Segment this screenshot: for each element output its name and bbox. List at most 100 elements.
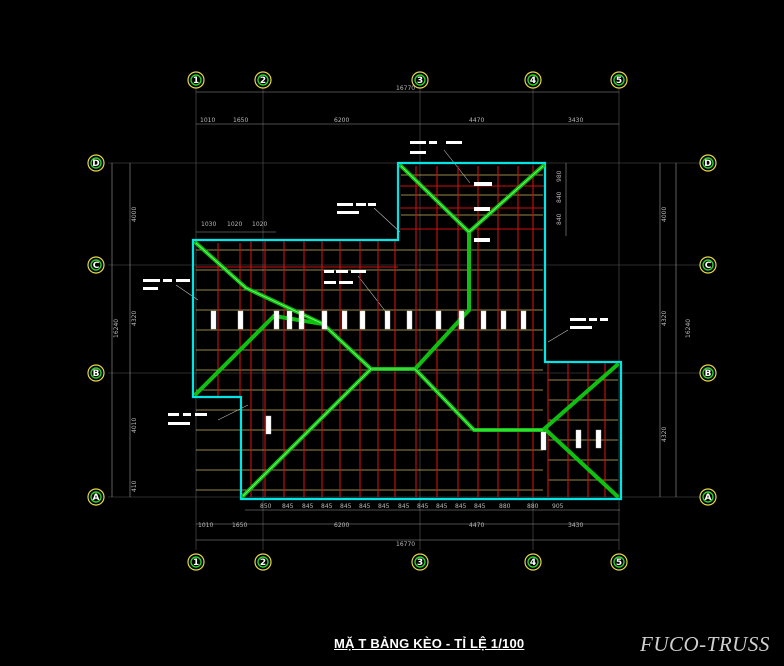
dim-sub-1: 1030 (201, 221, 216, 228)
grid-bubble-right-B: B (699, 364, 717, 382)
dim-bottom-spacing: 845 (282, 503, 294, 510)
truss-tag (595, 429, 602, 449)
dim-bottom-4: 4470 (469, 522, 484, 529)
grid-bubble-right-A: A (699, 488, 717, 506)
dim-bottom-spacing: 845 (340, 503, 352, 510)
svg-text:5: 5 (616, 76, 622, 86)
grid-bubble-left-C: C (87, 256, 105, 274)
dim-right-small-3: 840 (556, 213, 563, 225)
dim-bottom-spacing: 845 (302, 503, 314, 510)
dim-bottom-total: 16770 (396, 541, 415, 548)
dim-left-total: 16240 (113, 319, 120, 338)
grid-bubble-bottom-3: 3 (411, 553, 429, 571)
brand-watermark: FUCO-TRUSS (640, 632, 770, 656)
dim-top-1: 1010 (200, 117, 215, 124)
dim-bottom-spacing: 845 (378, 503, 390, 510)
dim-bottom-1: 1010 (198, 522, 213, 529)
truss-tag (480, 310, 487, 330)
dim-bottom-spacing: 880 (499, 503, 511, 510)
dim-top-total: 16770 (396, 85, 415, 92)
batten-lines (196, 174, 618, 491)
annotation-blocks (143, 141, 608, 425)
leader-lines (175, 149, 569, 421)
truss-tag (575, 429, 582, 449)
truss-tag (384, 310, 391, 330)
dim-bottom-spacing: 850 (260, 503, 272, 510)
truss-tag (210, 310, 217, 330)
dim-bottom-5: 3430 (568, 522, 583, 529)
dim-bottom-spacing: 845 (474, 503, 486, 510)
dim-bottom-spacing: 845 (321, 503, 333, 510)
dim-bottom-spacing: 880 (527, 503, 539, 510)
svg-text:C: C (705, 261, 712, 271)
dim-sub-2: 1020 (227, 221, 242, 228)
truss-tag (237, 310, 244, 330)
truss-tag (406, 310, 413, 330)
grid-bubble-bottom-1: 1 (187, 553, 205, 571)
svg-text:D: D (92, 159, 99, 169)
dim-top-3: 6200 (334, 117, 349, 124)
svg-text:5: 5 (616, 558, 622, 568)
svg-text:A: A (705, 493, 712, 503)
dim-left-4: 410 (131, 480, 138, 492)
dim-top-2: 1650 (233, 117, 248, 124)
grid-bubble-top-2: 2 (254, 71, 272, 89)
dim-right-total: 16240 (685, 319, 692, 338)
truss-tag (520, 310, 527, 330)
truss-tag (286, 310, 293, 330)
dim-bottom-spacing: 845 (417, 503, 429, 510)
dim-right-2: 4320 (661, 311, 668, 326)
truss-tag (540, 431, 547, 451)
truss-tags (210, 310, 602, 451)
grid-bubble-left-B: B (87, 364, 105, 382)
dim-right-small-1: 980 (556, 170, 563, 182)
hip-ridges-inner (195, 165, 544, 497)
svg-text:3: 3 (417, 558, 423, 568)
svg-text:B: B (93, 369, 100, 379)
dim-bottom-2: 1650 (232, 522, 247, 529)
svg-text:A: A (93, 493, 100, 503)
grid-bubble-top-4: 4 (524, 71, 542, 89)
grid-bubble-bottom-4: 4 (524, 553, 542, 571)
grid-bubble-top-5: 5 (610, 71, 628, 89)
truss-tag (458, 310, 465, 330)
grid-bubble-top-1: 1 (187, 71, 205, 89)
truss-tag (321, 310, 328, 330)
grid-bubble-bottom-2: 2 (254, 553, 272, 571)
dimension-lines (111, 91, 677, 541)
truss-tag (435, 310, 442, 330)
grid-bubble-right-C: C (699, 256, 717, 274)
dim-bottom-3: 6200 (334, 522, 349, 529)
svg-text:C: C (93, 261, 100, 271)
svg-text:D: D (704, 159, 711, 169)
dim-left-3: 4010 (131, 418, 138, 433)
grid-bubble-right-D: D (699, 154, 717, 172)
grid-lines (108, 88, 700, 550)
dim-bottom-spacing: 845 (398, 503, 410, 510)
truss-tag (273, 310, 280, 330)
grid-bubble-left-D: D (87, 154, 105, 172)
truss-tag (298, 310, 305, 330)
dim-top-5: 3430 (568, 117, 583, 124)
dim-bottom-spacing: 905 (552, 503, 564, 510)
dim-sub-3: 1020 (252, 221, 267, 228)
svg-text:4: 4 (530, 558, 536, 568)
dim-right-1: 4000 (661, 207, 668, 222)
drawing-title: MẶ T BẢNG KÈO - TỈ LỆ 1/100 (334, 636, 525, 651)
truss-tag (359, 310, 366, 330)
dim-bottom-spacing: 845 (436, 503, 448, 510)
svg-text:3: 3 (417, 76, 423, 86)
dim-right-3: 4320 (661, 427, 668, 442)
dim-left-1: 4000 (131, 207, 138, 222)
svg-text:1: 1 (193, 76, 199, 86)
dim-left-2: 4320 (131, 311, 138, 326)
hip-ridges (194, 164, 619, 498)
grid-bubble-bottom-5: 5 (610, 553, 628, 571)
truss-tag (500, 310, 507, 330)
dim-bottom-spacing: 845 (359, 503, 371, 510)
grid-bubble-top-3: 3 (411, 71, 429, 89)
svg-text:1: 1 (193, 558, 199, 568)
